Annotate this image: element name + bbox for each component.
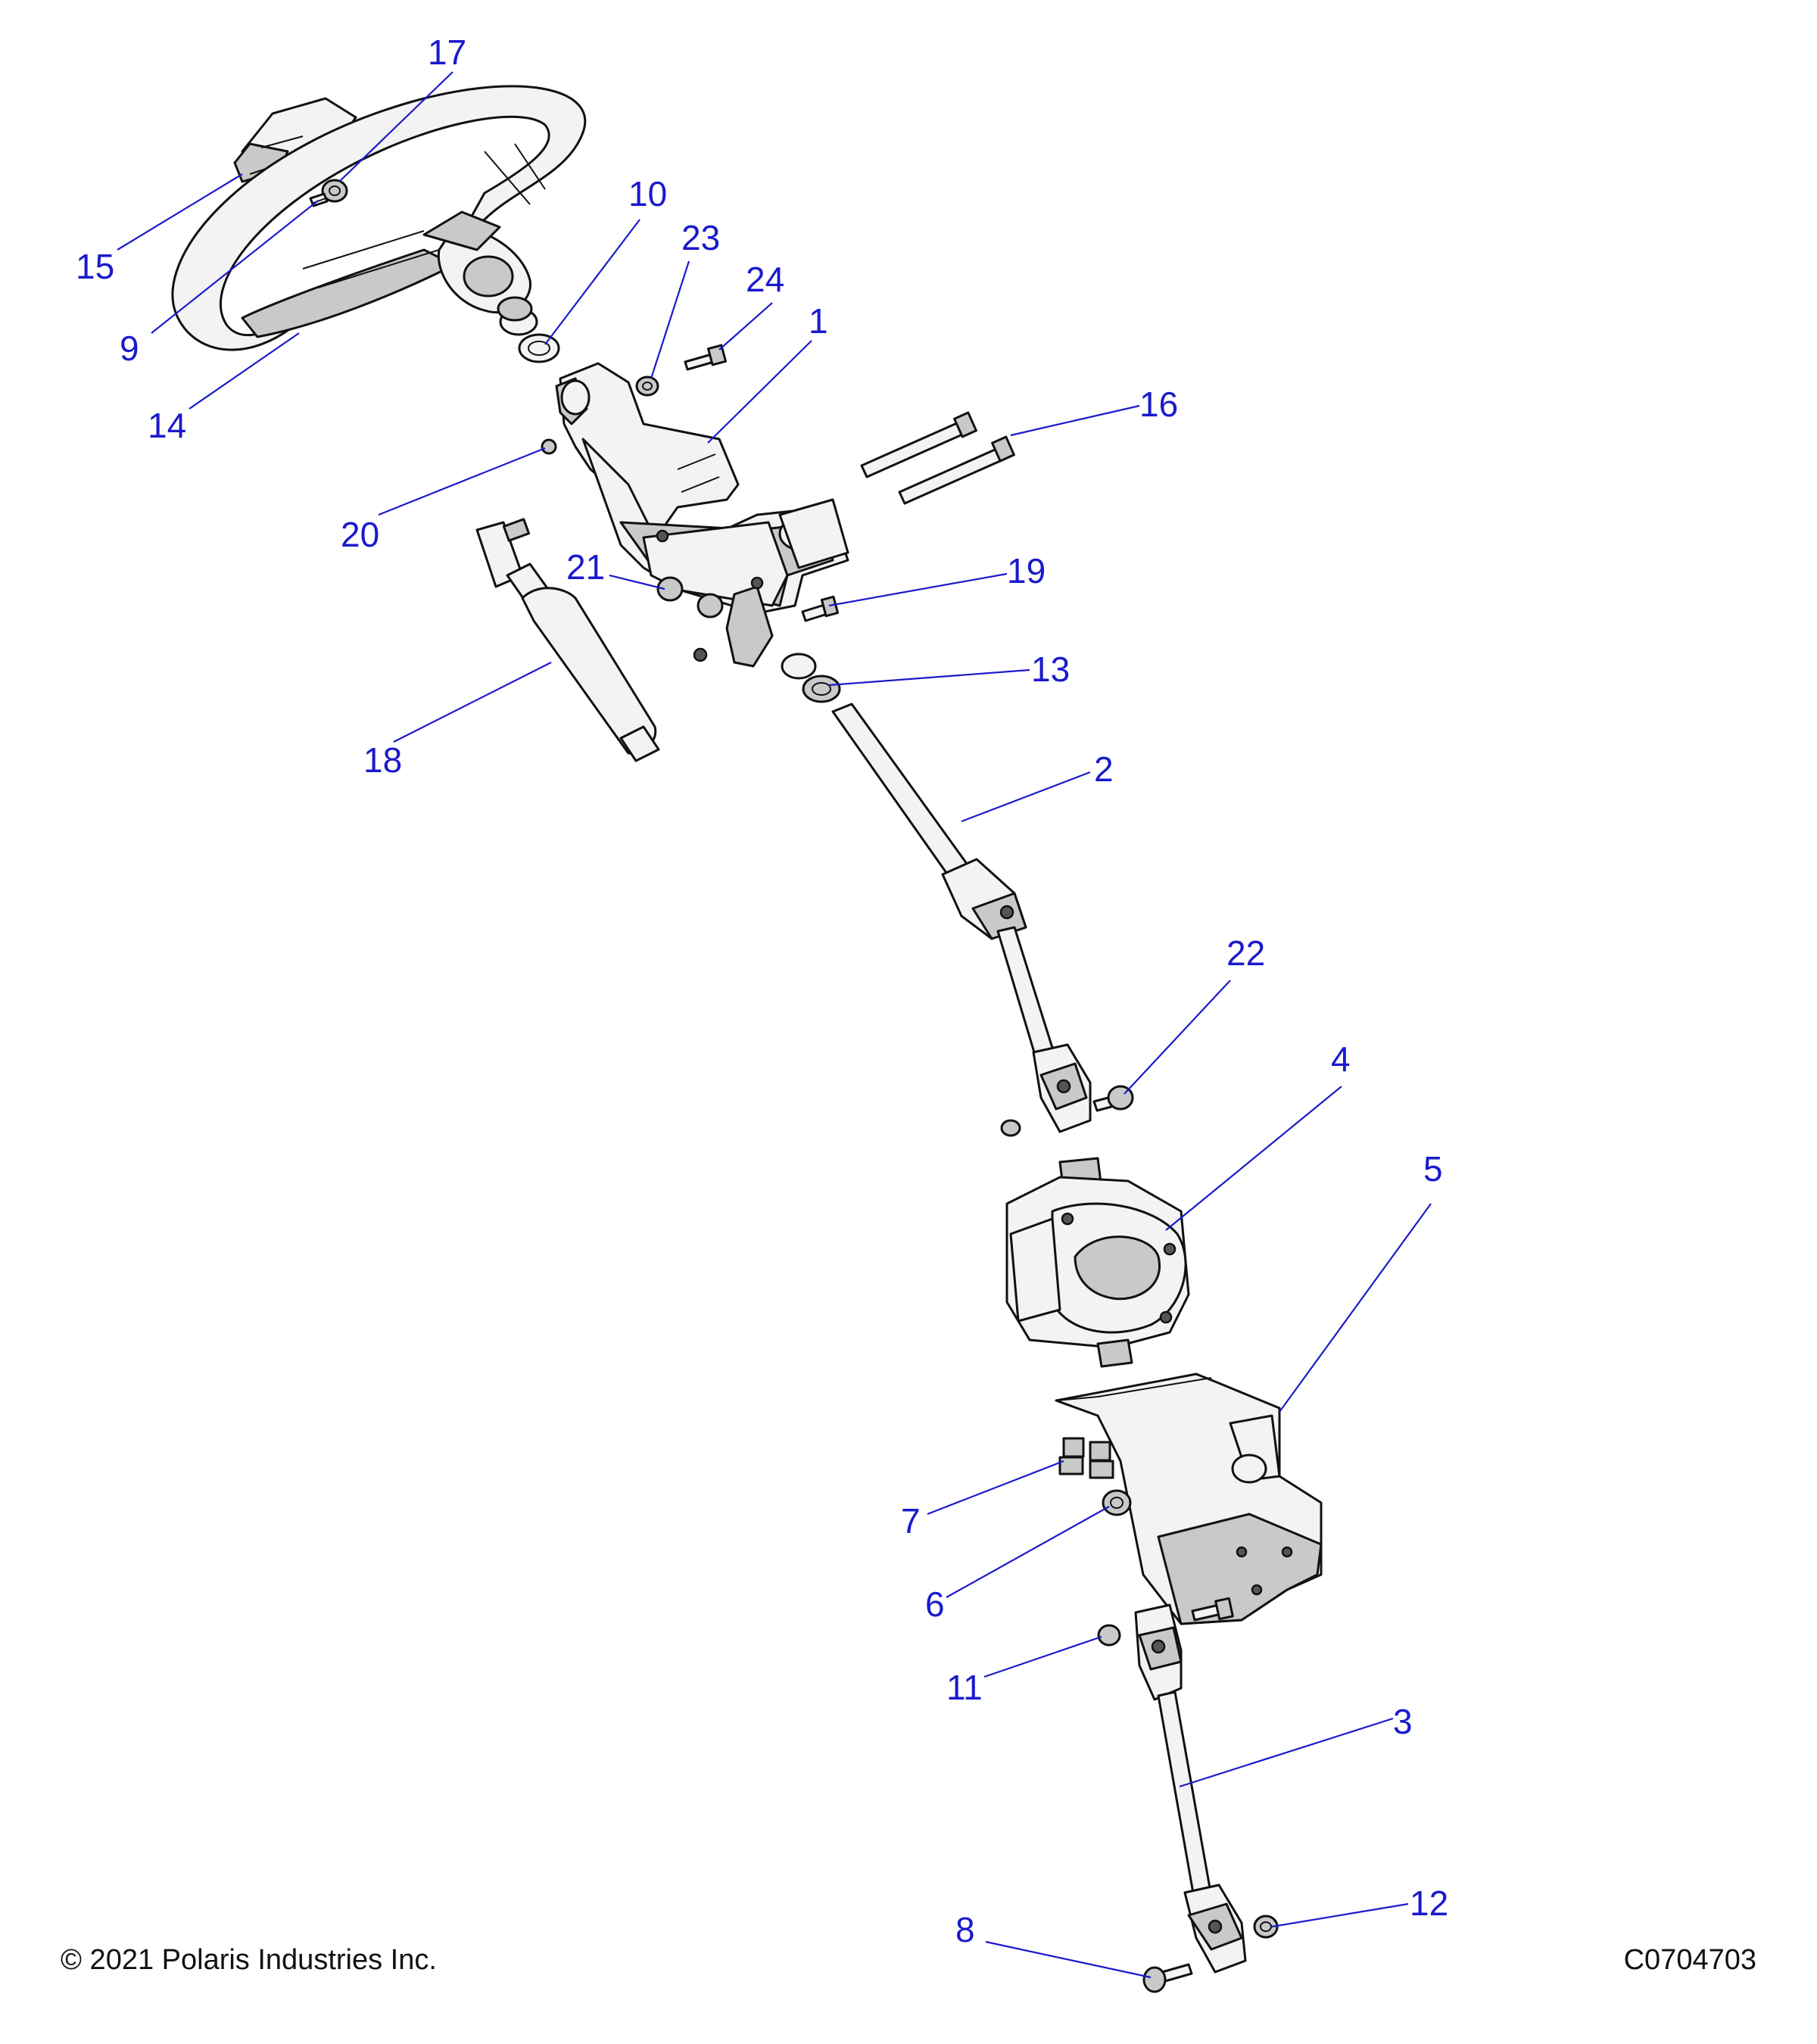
callout-22: 22 bbox=[1226, 933, 1265, 973]
part-23-nut bbox=[635, 375, 659, 397]
callout-14: 14 bbox=[148, 406, 186, 445]
copyright-notice: © 2021 Polaris Industries Inc. bbox=[61, 1944, 437, 1976]
callout-9: 9 bbox=[120, 329, 139, 368]
leader-lines bbox=[117, 71, 1432, 1979]
part-12-nut bbox=[1253, 1915, 1279, 1939]
callout-18: 18 bbox=[363, 740, 402, 780]
callout-6: 6 bbox=[925, 1584, 945, 1624]
callout-19: 19 bbox=[1007, 551, 1046, 590]
part-18-damper bbox=[475, 518, 660, 762]
callout-labels: 17 15 9 14 10 23 24 1 16 20 21 19 13 18 … bbox=[76, 33, 1448, 1949]
part-lower-yoke-bolt bbox=[1191, 1597, 1234, 1622]
part-2-lower-yoke bbox=[1000, 1043, 1092, 1137]
callout-13: 13 bbox=[1031, 650, 1070, 689]
callout-4: 4 bbox=[1331, 1039, 1351, 1079]
callout-17: 17 bbox=[428, 33, 466, 72]
part-24-bolt bbox=[684, 344, 728, 371]
part-17-nut bbox=[321, 179, 348, 203]
part-16-bolts bbox=[860, 411, 1015, 505]
callout-2: 2 bbox=[1094, 749, 1114, 789]
callout-11: 11 bbox=[946, 1668, 983, 1707]
callout-20: 20 bbox=[341, 515, 379, 554]
part-11-nut bbox=[1097, 1624, 1121, 1647]
callout-24: 24 bbox=[746, 260, 784, 299]
callout-10: 10 bbox=[628, 174, 667, 213]
callout-21: 21 bbox=[566, 547, 605, 587]
part-19-bolt bbox=[801, 595, 840, 622]
drawing-number: C0704703 bbox=[1623, 1944, 1756, 1976]
part-3-lower-shaft bbox=[1134, 1603, 1247, 1974]
part-10-bushing bbox=[497, 296, 560, 363]
part-21-nuts bbox=[656, 576, 724, 662]
callout-12: 12 bbox=[1410, 1884, 1448, 1923]
callout-23: 23 bbox=[681, 218, 720, 257]
part-7-nuts bbox=[1058, 1437, 1114, 1479]
part-5-bracket bbox=[1055, 1373, 1323, 1625]
part-6-washer bbox=[1102, 1489, 1132, 1516]
callout-1: 1 bbox=[809, 301, 828, 341]
part-13-bushings bbox=[781, 653, 841, 703]
callout-15: 15 bbox=[76, 247, 114, 286]
callout-5: 5 bbox=[1423, 1149, 1443, 1189]
part-14-steering-wheel bbox=[171, 85, 587, 351]
part-2-upper-shaft bbox=[831, 703, 1058, 1069]
part-1-column-bracket bbox=[555, 362, 849, 668]
callout-8: 8 bbox=[955, 1910, 975, 1949]
part-20-nut bbox=[541, 438, 557, 455]
callout-3: 3 bbox=[1393, 1702, 1413, 1741]
part-4-gearbox bbox=[1005, 1157, 1190, 1368]
callout-7: 7 bbox=[901, 1501, 921, 1541]
part-8-bolt bbox=[1142, 1963, 1193, 1993]
callout-16: 16 bbox=[1139, 385, 1178, 424]
